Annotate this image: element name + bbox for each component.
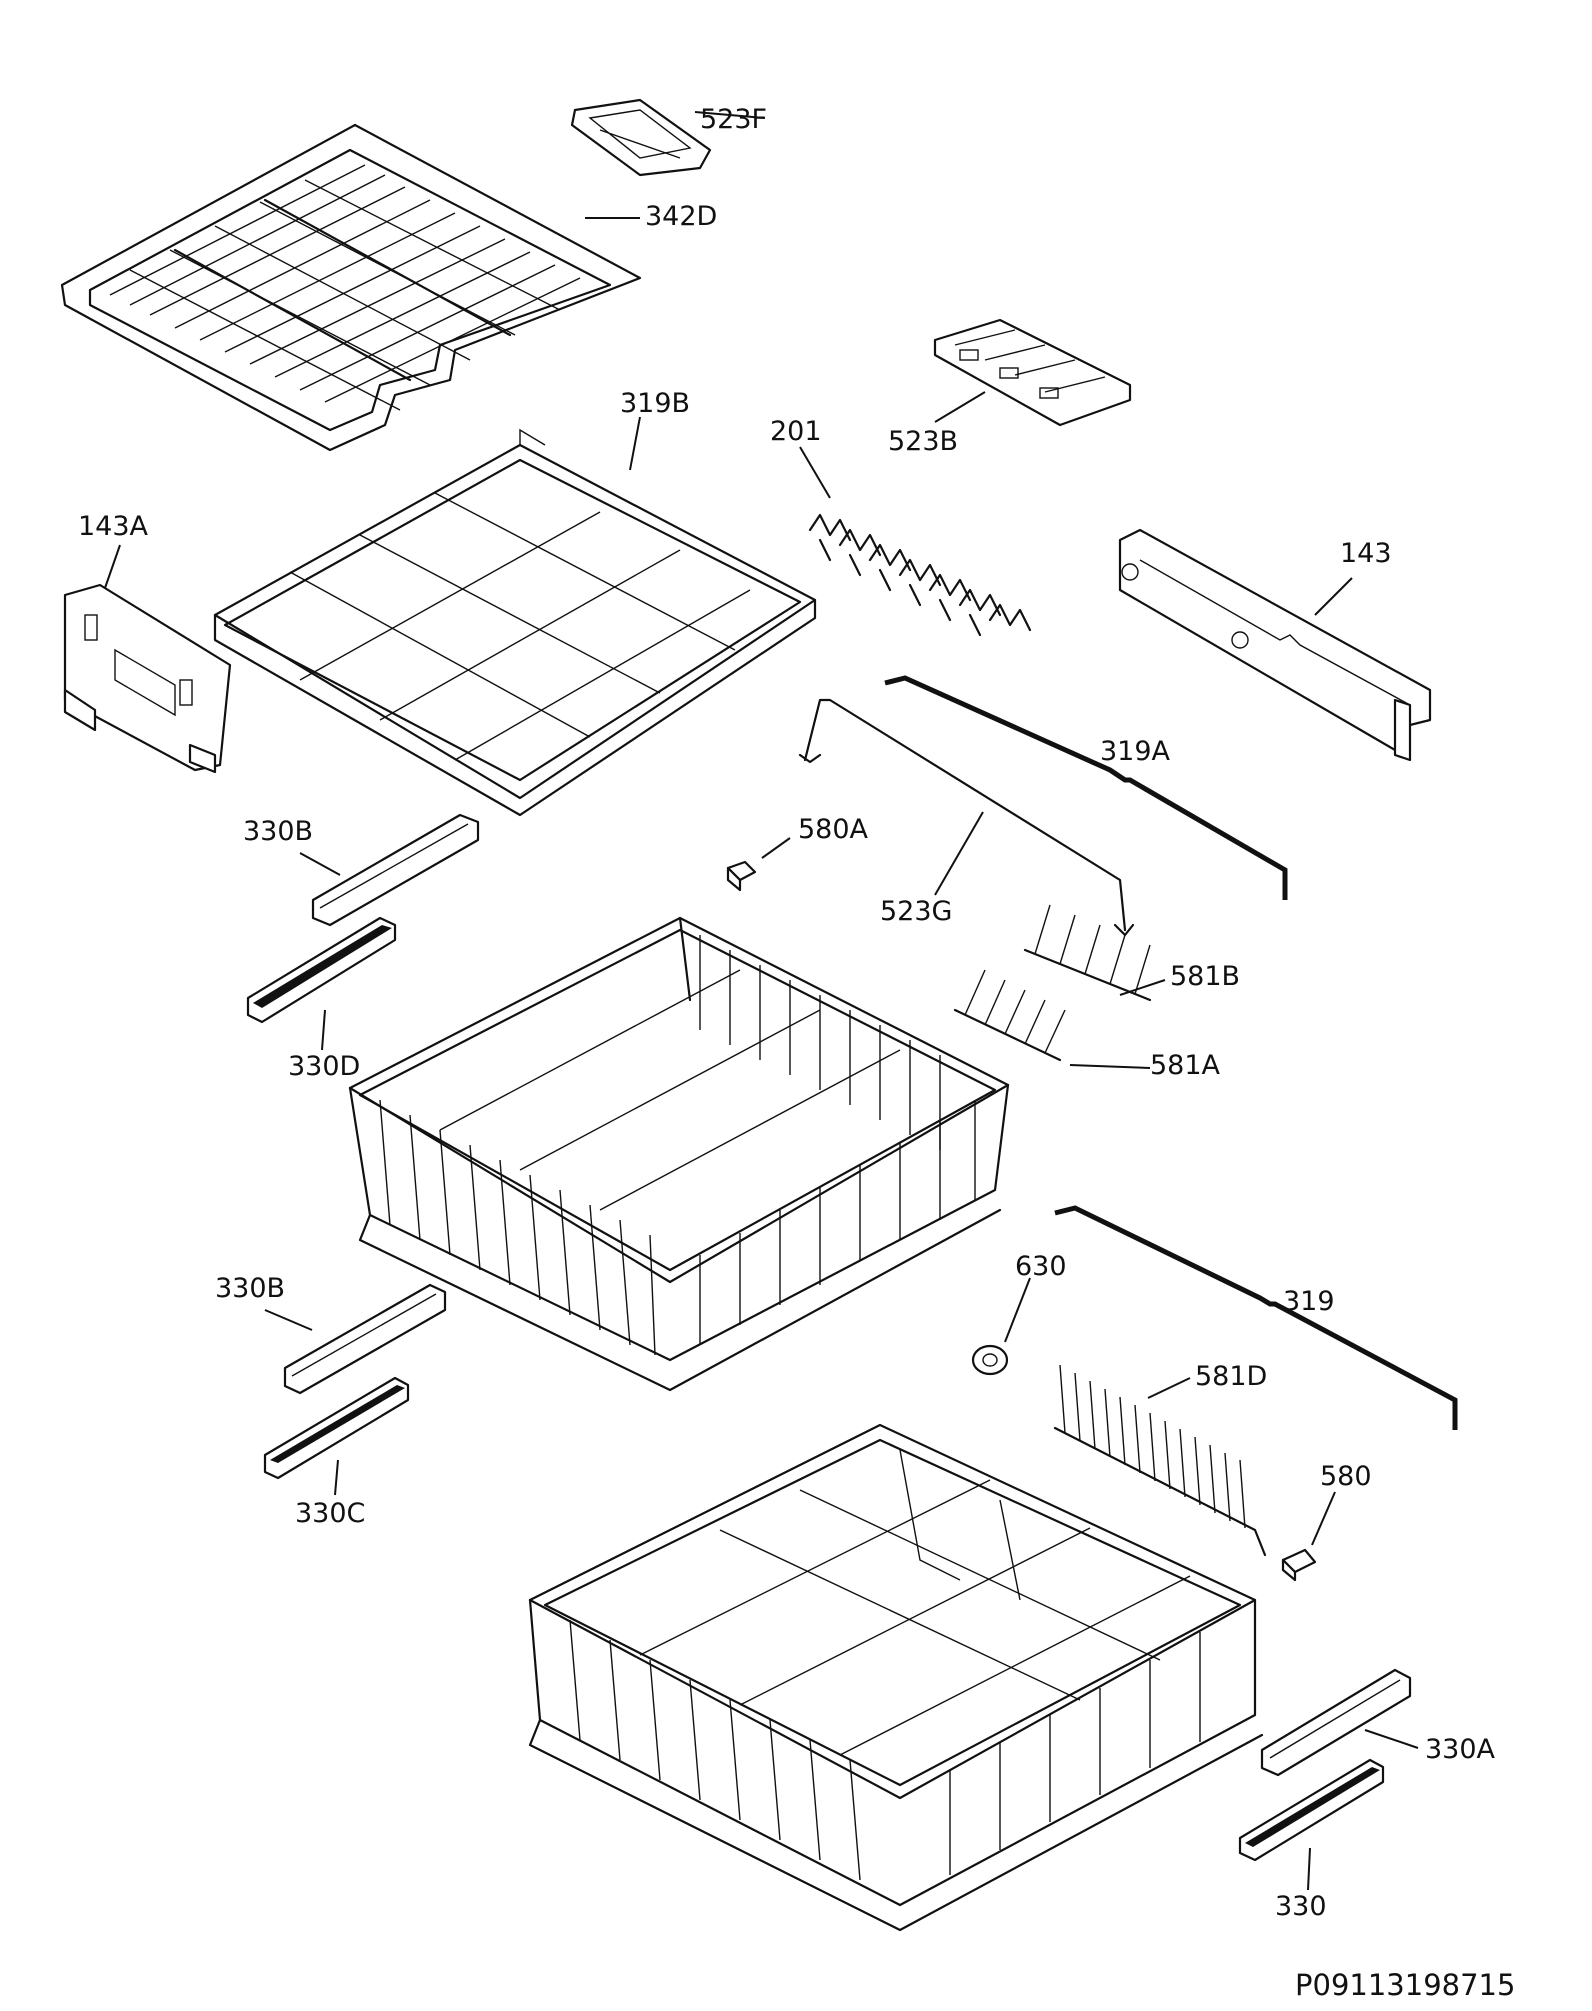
part-580A-drawing [726, 860, 757, 892]
part-580-drawing [1281, 1548, 1317, 1582]
label-330A: 330A [1425, 1734, 1496, 1765]
part-330-drawing [1238, 1758, 1385, 1862]
part-523B-drawing [933, 318, 1132, 427]
part-143A-drawing [63, 583, 232, 774]
label-523G: 523G [880, 896, 952, 927]
label-630: 630 [1015, 1251, 1067, 1282]
part-630-drawing [971, 1344, 1009, 1376]
part-201-drawing [808, 513, 1032, 637]
part-330D-drawing [246, 916, 397, 1024]
label-581A: 581A [1150, 1050, 1221, 1081]
label-330B-top: 330B [243, 816, 313, 847]
label-330C: 330C [295, 1498, 365, 1529]
part-lower-basket-drawing [528, 1423, 1264, 1932]
label-523F: 523F [700, 104, 767, 135]
label-143: 143 [1340, 538, 1392, 569]
part-330B-bottom-drawing [283, 1283, 447, 1395]
part-330B-top-drawing [311, 813, 480, 927]
part-581A-drawing [953, 969, 1066, 1062]
part-143-drawing [1118, 528, 1432, 762]
label-580A: 580A [798, 814, 869, 845]
label-342D: 342D [645, 201, 717, 232]
part-319B-drawing [213, 428, 817, 817]
part-581B-drawing [1023, 904, 1152, 1002]
label-581B: 581B [1170, 961, 1240, 992]
label-330: 330 [1275, 1891, 1327, 1922]
label-580: 580 [1320, 1461, 1372, 1492]
document-number: P09113198715 [1295, 1968, 1515, 2002]
part-342D-drawing [60, 123, 642, 452]
label-523B: 523B [888, 426, 958, 457]
part-upper-basket-drawing [348, 916, 1010, 1392]
label-319: 319 [1283, 1286, 1335, 1317]
part-330A-drawing [1260, 1668, 1412, 1777]
label-319A: 319A [1100, 736, 1171, 767]
part-319A-bracket [884, 675, 1288, 900]
part-319-bracket [1054, 1205, 1458, 1430]
label-143A: 143A [78, 511, 149, 542]
label-330B-bottom: 330B [215, 1273, 285, 1304]
label-319B: 319B [620, 388, 690, 419]
label-330D: 330D [288, 1051, 360, 1082]
part-330C-drawing [263, 1376, 410, 1480]
label-201: 201 [770, 416, 822, 447]
part-581D-drawing [1053, 1364, 1267, 1557]
label-581D: 581D [1195, 1361, 1267, 1392]
part-523F-drawing [570, 98, 712, 177]
